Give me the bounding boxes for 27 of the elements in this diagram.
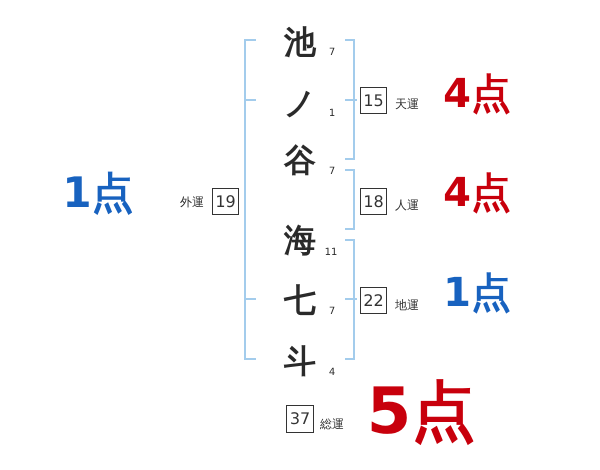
fortune-label: 天運 [395, 98, 419, 110]
score-label: 5点 [366, 380, 476, 444]
kanji-character: 海 [284, 224, 316, 256]
kanji-character: 谷 [284, 144, 316, 176]
kanji-character: 斗 [284, 345, 316, 377]
stroke-count: 11 [324, 248, 338, 258]
fortune-label: 外運 [180, 196, 204, 208]
score-label: 1点 [62, 172, 134, 214]
number-box: 15 [360, 87, 387, 114]
score-label: 1点 [443, 273, 511, 313]
kana-character: ノ [284, 87, 316, 119]
number-box: 18 [360, 188, 387, 215]
number-box: 19 [212, 188, 239, 215]
stroke-count: 7 [328, 167, 336, 177]
score-label: 4点 [443, 173, 511, 213]
stroke-count: 7 [328, 48, 336, 58]
stroke-count: 1 [328, 109, 336, 119]
score-label: 4点 [443, 74, 511, 114]
fortune-label: 地運 [395, 299, 419, 311]
stroke-count: 7 [328, 307, 336, 317]
fortune-label: 人運 [395, 199, 419, 211]
kanji-character: 池 [284, 26, 316, 58]
fortune-label: 総運 [320, 418, 344, 430]
number-box: 37 [286, 405, 314, 433]
kanji-character: 七 [284, 284, 316, 316]
number-box: 22 [360, 287, 387, 314]
stroke-count: 4 [328, 368, 336, 378]
